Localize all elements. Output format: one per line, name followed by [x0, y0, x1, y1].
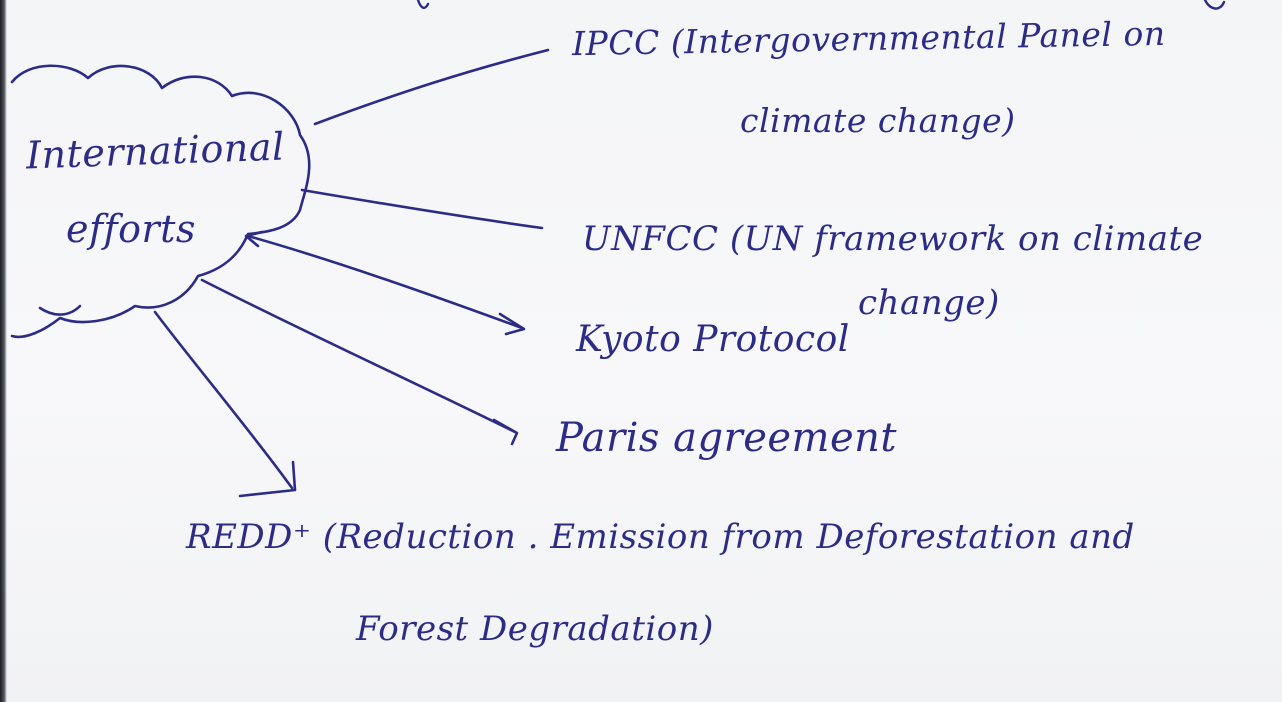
- branch-redd-line2: Forest Degradation): [356, 609, 714, 649]
- branch-ipcc-line1: IPCC (Intergovernmental Panel on: [571, 13, 1166, 64]
- arrowhead-kyoto: [498, 312, 526, 336]
- branch-redd-line1: REDD⁺ (Reduction . Emission from Defores…: [186, 517, 1135, 557]
- connector-paris: [200, 278, 517, 434]
- center-label-line1: International: [25, 124, 286, 178]
- arrowhead-paris: [492, 418, 519, 446]
- top-edge-scribble-1: [416, 0, 430, 10]
- page-edge-shadow: [0, 0, 7, 702]
- connector-ipcc: [313, 48, 550, 126]
- connector-unfccc: [300, 188, 544, 230]
- connector-redd: [153, 310, 294, 490]
- branch-kyoto: Kyoto Protocol: [576, 319, 850, 360]
- branch-unfccc-line2: change): [858, 283, 1000, 323]
- branch-paris: Paris agreement: [556, 415, 897, 461]
- top-edge-scribble-2: [1203, 0, 1226, 10]
- connector-kyoto: [246, 234, 524, 330]
- cloud-outline: [10, 64, 311, 339]
- arrowhead-redd: [238, 460, 297, 498]
- center-label-line2: efforts: [66, 207, 196, 251]
- cloud-lower-bumps: [38, 304, 82, 316]
- branch-unfccc-line1: UNFCC (UN framework on climate: [582, 219, 1204, 259]
- branch-ipcc-line2: climate change): [740, 101, 1016, 140]
- arrowhead-cloud: [244, 230, 264, 248]
